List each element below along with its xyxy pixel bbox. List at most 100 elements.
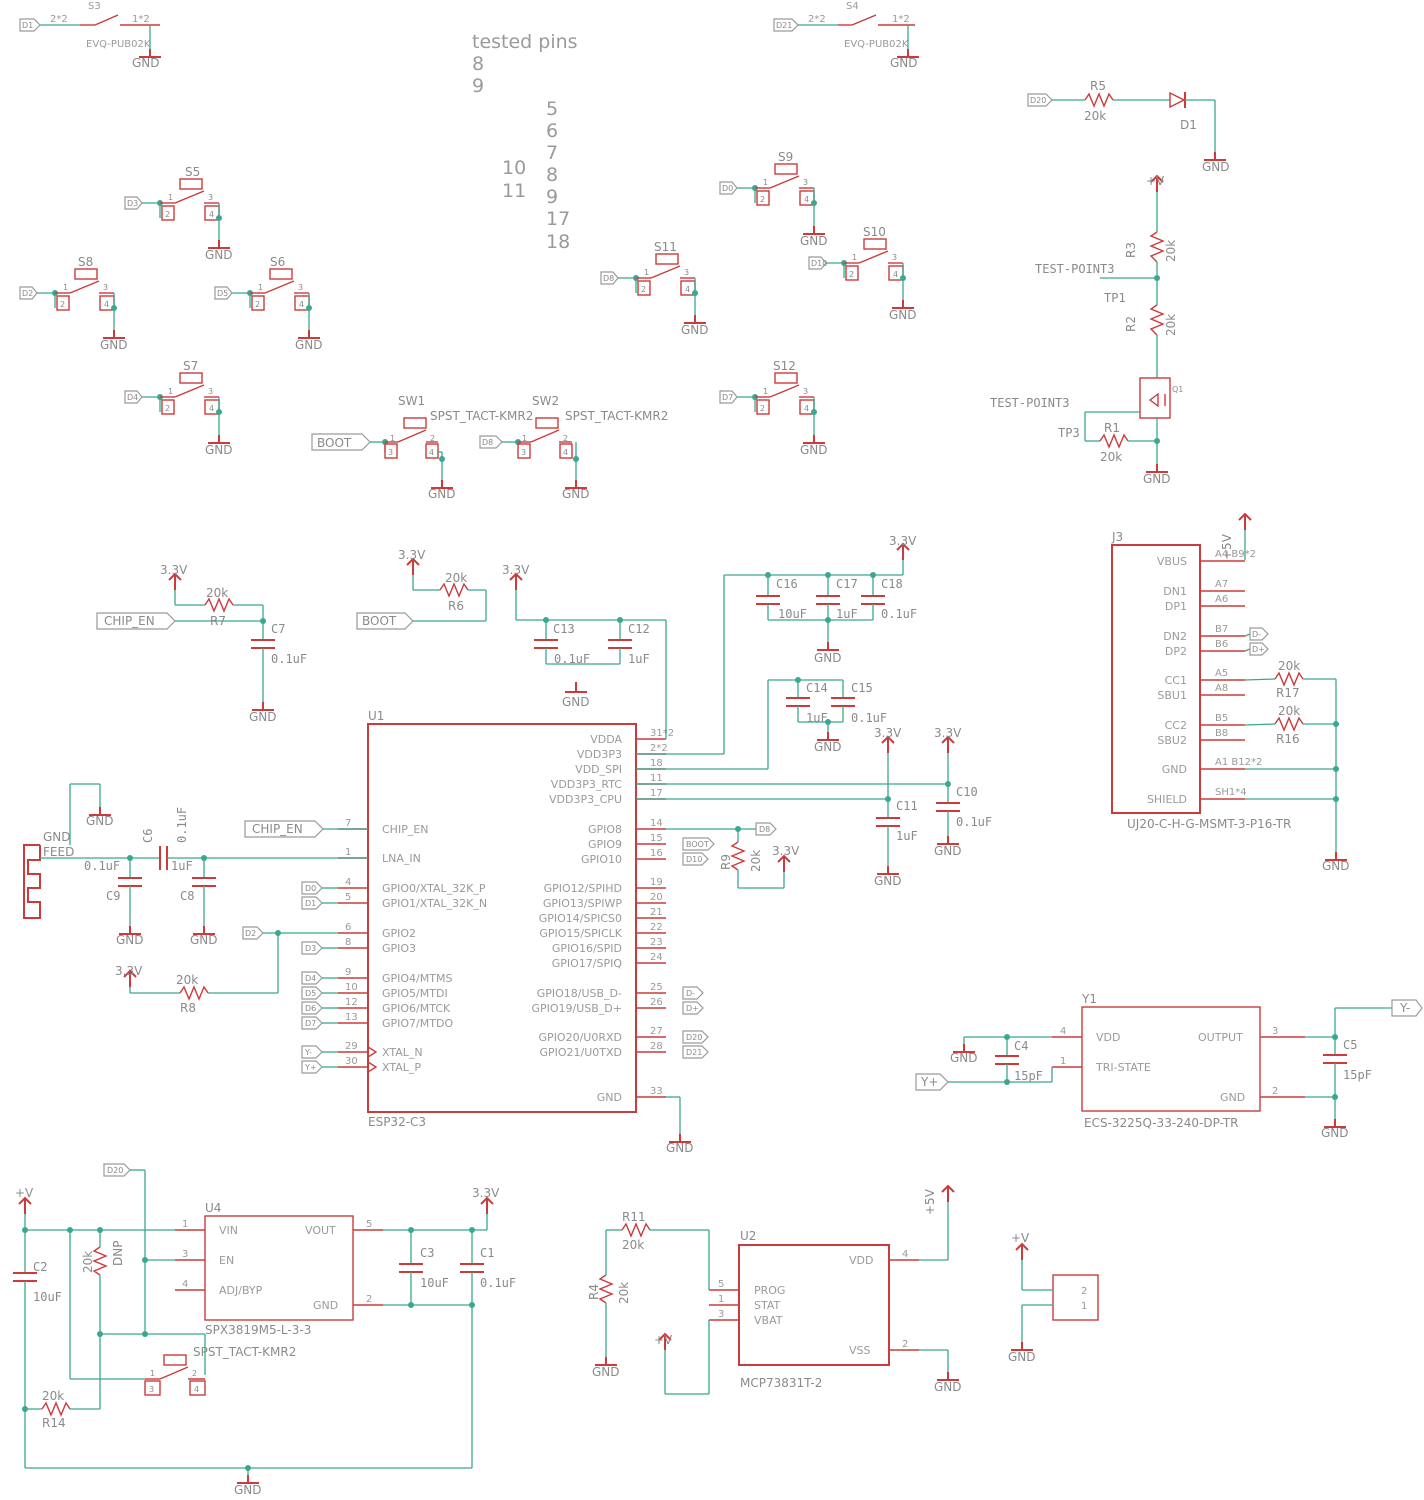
svg-text:5: 5 [718, 1279, 724, 1290]
svg-text:D20: D20 [1030, 96, 1046, 105]
svg-text:1: 1 [150, 1369, 155, 1378]
svg-text:R5: R5 [1090, 79, 1106, 93]
svg-text:D5: D5 [305, 989, 316, 998]
svg-text:GND: GND [132, 56, 160, 70]
svg-text:31*2: 31*2 [650, 728, 674, 739]
svg-text:0.1uF: 0.1uF [554, 652, 590, 666]
svg-text:GND: GND [116, 933, 144, 947]
svg-text:2: 2 [165, 210, 170, 219]
svg-text:DN1: DN1 [1163, 585, 1187, 598]
u1-pin-left: 4 GPIO0/XTAL_32K_P [338, 877, 486, 895]
svg-text:4: 4 [104, 300, 109, 309]
svg-text:C13: C13 [553, 622, 575, 636]
svg-text:1: 1 [168, 193, 173, 202]
svg-text:12: 12 [345, 997, 358, 1008]
svg-text:S9: S9 [778, 150, 793, 164]
svg-text:8: 8 [546, 164, 558, 186]
svg-text:R1: R1 [1104, 421, 1120, 435]
svg-text:A5: A5 [1215, 668, 1228, 679]
svg-text:4: 4 [804, 195, 809, 204]
svg-text:20k: 20k [1278, 659, 1300, 673]
svg-text:GND: GND [934, 1380, 962, 1394]
charger-u2: U2 MCP73831T-2 PROG STAT VBAT VDD VSS 5 … [587, 1185, 962, 1395]
svg-text:UJ20-C-H-G-MSMT-3-P16-TR: UJ20-C-H-G-MSMT-3-P16-TR [1127, 817, 1291, 831]
svg-text:GPIO16/SPID: GPIO16/SPID [552, 942, 622, 955]
svg-text:BOOT: BOOT [686, 840, 709, 849]
svg-text:1: 1 [390, 434, 395, 443]
svg-text:D+: D+ [1252, 645, 1265, 654]
svg-text:GND: GND [890, 56, 918, 70]
svg-text:3.3V: 3.3V [398, 548, 426, 562]
svg-text:3.3V: 3.3V [772, 844, 800, 858]
svg-text:DN2: DN2 [1163, 630, 1187, 643]
svg-text:1uF: 1uF [896, 829, 918, 843]
svg-text:S7: S7 [183, 359, 198, 373]
svg-text:D21: D21 [686, 1048, 702, 1057]
svg-text:3.3V: 3.3V [934, 726, 962, 740]
battery-connector: 2 1 +V GND [1008, 1231, 1099, 1364]
svg-text:4: 4 [902, 1249, 908, 1260]
svg-text:3.3V: 3.3V [502, 563, 530, 577]
svg-text:SPST_TACT-KMR2: SPST_TACT-KMR2 [565, 409, 668, 423]
svg-text:S12: S12 [773, 359, 796, 373]
svg-text:tested pins: tested pins [472, 31, 578, 53]
svg-text:R4: R4 [587, 1284, 601, 1300]
svg-text:D1: D1 [305, 899, 316, 908]
svg-text:8: 8 [345, 937, 351, 948]
svg-text:2: 2 [430, 434, 435, 443]
svg-text:28: 28 [650, 1041, 663, 1052]
svg-text:GPIO0/XTAL_32K_P: GPIO0/XTAL_32K_P [382, 882, 486, 895]
svg-text:SPST_TACT-KMR2: SPST_TACT-KMR2 [193, 1345, 296, 1359]
svg-text:C7: C7 [271, 622, 285, 636]
svg-text:20k: 20k [622, 1238, 644, 1252]
svg-text:0.1uF: 0.1uF [956, 815, 992, 829]
svg-text:29: 29 [345, 1041, 358, 1052]
svg-text:4: 4 [299, 300, 304, 309]
svg-text:1: 1 [345, 847, 351, 858]
svg-text:A4 B9*2: A4 B9*2 [1215, 549, 1256, 560]
svg-text:D1: D1 [22, 21, 33, 30]
svg-text:R2: R2 [1124, 316, 1138, 332]
svg-text:3: 3 [803, 178, 808, 187]
svg-text:2: 2 [192, 1369, 197, 1378]
svg-text:GPIO5/MTDI: GPIO5/MTDI [382, 987, 448, 1000]
svg-text:19: 19 [650, 877, 663, 888]
svg-text:GPIO21/U0TXD: GPIO21/U0TXD [539, 1046, 622, 1059]
svg-text:2*2: 2*2 [50, 14, 68, 25]
svg-text:20k: 20k [1084, 109, 1106, 123]
svg-text:4: 4 [1060, 1026, 1066, 1037]
svg-text:STAT: STAT [754, 1299, 781, 1312]
svg-text:2: 2 [641, 285, 646, 294]
svg-text:VDD: VDD [1096, 1031, 1120, 1044]
svg-text:4: 4 [345, 877, 351, 888]
svg-text:1: 1 [1060, 1056, 1066, 1067]
net-flag-d0: D0 [301, 881, 338, 895]
svg-text:4: 4 [209, 404, 214, 413]
svg-text:GND: GND [562, 695, 590, 709]
svg-text:GPIO7/MTDO: GPIO7/MTDO [382, 1017, 453, 1030]
svg-text:20k: 20k [445, 571, 467, 585]
svg-text:TEST-POINT3: TEST-POINT3 [1035, 262, 1114, 276]
svg-text:TP3: TP3 [1058, 426, 1080, 440]
svg-text:D5: D5 [217, 289, 228, 298]
svg-text:1: 1 [763, 387, 768, 396]
svg-text:GPIO15/SPICLK: GPIO15/SPICLK [539, 927, 622, 940]
svg-text:1uF: 1uF [806, 711, 828, 725]
svg-text:2: 2 [849, 270, 854, 279]
svg-text:1uF: 1uF [836, 607, 858, 621]
